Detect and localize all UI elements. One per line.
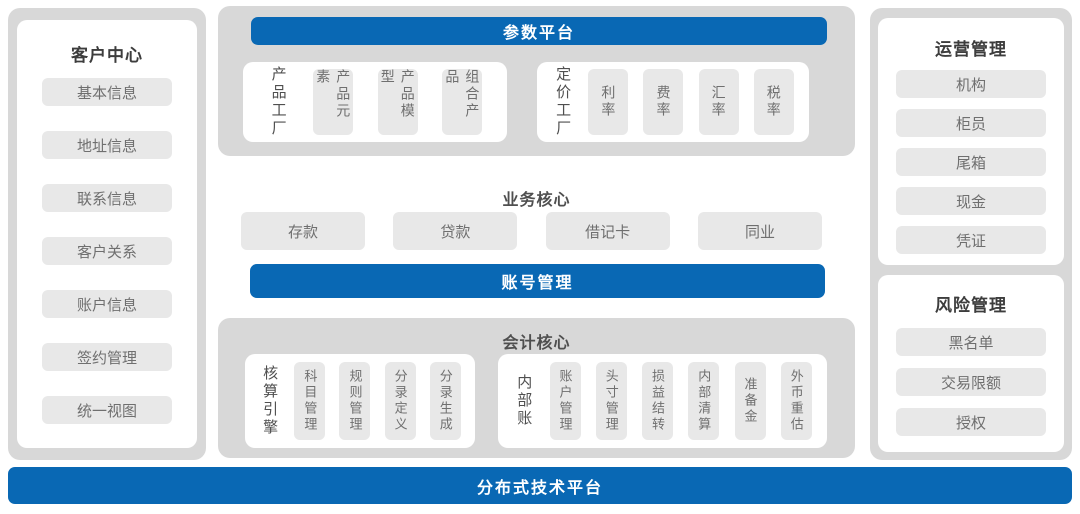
module-box: 利率 — [588, 69, 629, 135]
accounting-engine-group: 核算引擎 科目管理规则管理分录定义分录生成 — [245, 354, 475, 448]
internal-account-group: 内部账 账户管理头寸管理损益结转内部清算准备金外币重估 — [498, 354, 827, 448]
business-core-title: 业务核心 — [502, 192, 571, 209]
customer-center-items: 基本信息地址信息联系信息客户关系账户信息签约管理统一视图 — [17, 78, 197, 424]
module-box: 科目管理 — [294, 362, 326, 440]
module-box: 损益结转 — [642, 362, 673, 440]
account-management-bar: 账号管理 — [250, 264, 825, 298]
module-pill: 联系信息 — [42, 184, 172, 212]
accounting-core-section: 会计核心 核算引擎 科目管理规则管理分录定义分录生成 内部账 账户管理头寸管理损… — [218, 318, 855, 458]
module-pill: 凭证 — [896, 226, 1046, 254]
module-box: 费率 — [643, 69, 684, 135]
module-box: 组合产品 — [442, 69, 483, 135]
tech-platform-bar: 分布式技术平台 — [8, 467, 1072, 504]
module-box: 分录定义 — [384, 362, 416, 440]
product-factory-label: 产品工厂 — [269, 66, 287, 138]
operations-items: 机构柜员尾箱现金凭证 — [878, 70, 1064, 254]
tech-platform-title: 分布式技术平台 — [476, 479, 603, 497]
customer-center-card: 客户中心 基本信息地址信息联系信息客户关系账户信息签约管理统一视图 — [17, 20, 197, 448]
product-factory-group: 产品工厂 产品元素产品模型组合产品 — [243, 62, 507, 142]
operations-card: 运营管理 机构柜员尾箱现金凭证 — [878, 18, 1064, 265]
risk-card: 风险管理 黑名单交易限额授权 — [878, 275, 1064, 452]
module-pill: 贷款 — [393, 212, 518, 250]
param-platform-header: 参数平台 — [251, 17, 827, 45]
module-pill: 机构 — [896, 70, 1046, 98]
module-pill: 签约管理 — [42, 343, 172, 371]
module-pill: 统一视图 — [42, 396, 172, 424]
module-pill: 基本信息 — [42, 78, 172, 106]
module-pill: 同业 — [697, 212, 822, 250]
param-platform-section: 参数平台 产品工厂 产品元素产品模型组合产品 定价工厂 利率费率汇率税率 — [218, 6, 855, 156]
module-box: 规则管理 — [339, 362, 371, 440]
pricing-factory-group: 定价工厂 利率费率汇率税率 — [537, 62, 809, 142]
risk-items: 黑名单交易限额授权 — [878, 328, 1064, 436]
module-pill: 授权 — [896, 408, 1046, 436]
accounting-engine-label: 核算引擎 — [261, 365, 279, 437]
module-box: 准备金 — [734, 362, 766, 440]
module-box: 账户管理 — [549, 362, 581, 440]
module-pill: 黑名单 — [896, 328, 1046, 356]
business-core-row: 存款贷款借记卡同业 — [241, 212, 822, 250]
module-box: 外币重估 — [780, 362, 812, 440]
operations-title: 运营管理 — [935, 40, 1007, 59]
module-pill: 借记卡 — [545, 212, 670, 250]
module-box: 汇率 — [698, 69, 739, 135]
module-pill: 柜员 — [896, 109, 1046, 137]
pricing-factory-label: 定价工厂 — [554, 66, 572, 138]
module-box: 分录生成 — [429, 362, 461, 440]
module-box: 产品元素 — [313, 69, 354, 135]
customer-center-title: 客户中心 — [71, 46, 143, 65]
module-box: 内部清算 — [688, 362, 720, 440]
risk-title: 风险管理 — [935, 296, 1007, 315]
customer-center-panel: 客户中心 基本信息地址信息联系信息客户关系账户信息签约管理统一视图 — [8, 8, 206, 460]
right-management-panel: 运营管理 机构柜员尾箱现金凭证 风险管理 黑名单交易限额授权 — [870, 8, 1072, 460]
module-box: 税率 — [753, 69, 794, 135]
module-pill: 尾箱 — [896, 148, 1046, 176]
module-box: 产品模型 — [377, 69, 418, 135]
module-box: 头寸管理 — [595, 362, 627, 440]
module-pill: 交易限额 — [896, 368, 1046, 396]
param-platform-title: 参数平台 — [502, 25, 575, 42]
account-management-title: 账号管理 — [501, 275, 574, 292]
module-pill: 地址信息 — [42, 131, 172, 159]
module-pill: 存款 — [241, 212, 365, 250]
accounting-core-title: 会计核心 — [502, 335, 571, 352]
module-pill: 账户信息 — [42, 290, 172, 318]
module-pill: 现金 — [896, 187, 1046, 215]
module-pill: 客户关系 — [42, 237, 172, 265]
internal-account-label: 内部账 — [515, 374, 533, 428]
